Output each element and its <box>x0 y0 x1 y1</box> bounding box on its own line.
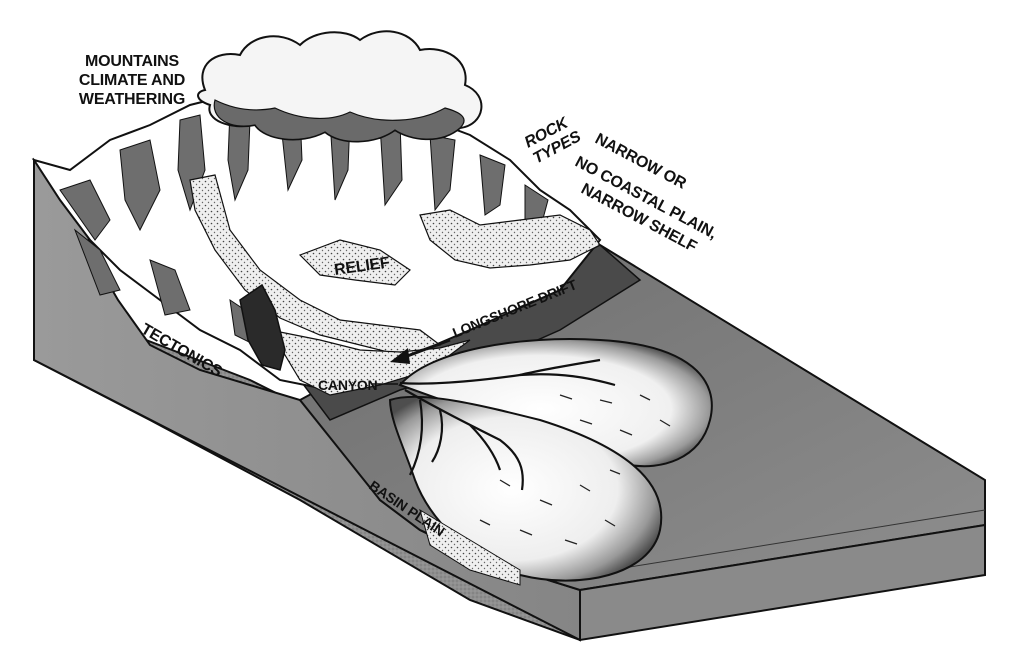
fan-texture <box>479 394 671 545</box>
longshore-drift-arrow <box>390 338 451 364</box>
water-surface-edge <box>599 244 986 481</box>
water-depth-line <box>579 509 986 576</box>
svg-text:CLIMATE AND: CLIMATE AND <box>79 72 185 89</box>
tectonic-gully <box>239 283 286 371</box>
fan-channels <box>399 358 616 491</box>
sediment-valleys <box>189 174 601 396</box>
cloud-shadow <box>213 99 465 143</box>
svg-text:MOUNTAINS: MOUNTAINS <box>85 53 179 70</box>
svg-text:WEATHERING: WEATHERING <box>79 91 185 108</box>
block-bottom-face <box>579 523 986 642</box>
basin-plain-sediment <box>419 508 521 586</box>
label-canyon: CANYON <box>318 377 378 393</box>
label-rock-types: ROCK TYPES <box>522 114 584 167</box>
label-mountains: MOUNTAINS CLIMATE AND WEATHERING <box>79 53 185 108</box>
